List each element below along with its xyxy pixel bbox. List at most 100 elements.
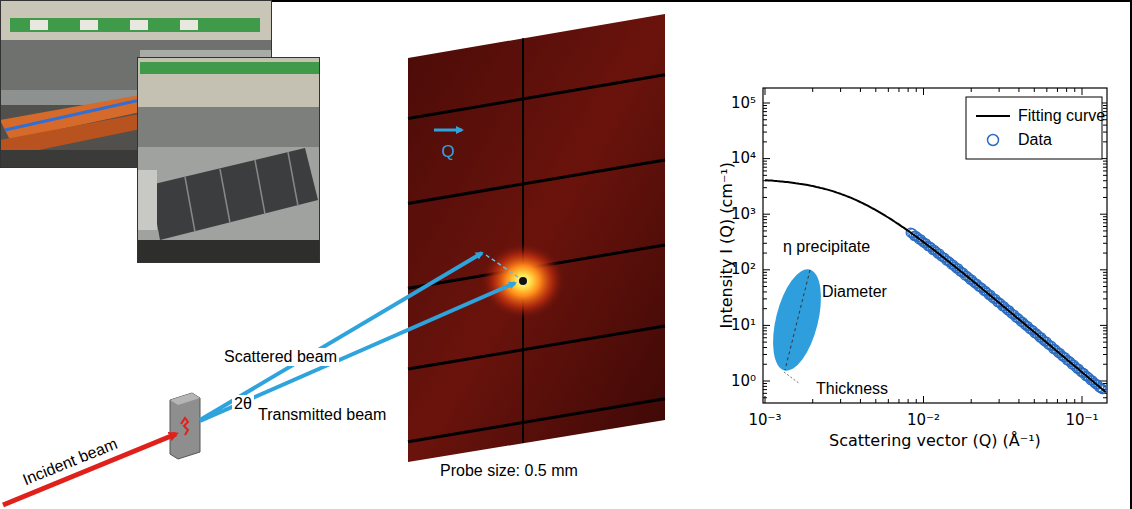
y-tick	[763, 214, 770, 215]
y-tick	[763, 222, 767, 223]
vector-label: Q	[442, 142, 455, 162]
x-tick	[875, 88, 876, 92]
x-tick	[1057, 399, 1058, 403]
y-tick	[763, 111, 767, 112]
y-tick	[763, 115, 767, 116]
y-tick	[763, 364, 767, 365]
y-tick	[763, 158, 770, 159]
y-tick	[1103, 364, 1107, 365]
x-tick	[875, 399, 876, 403]
legend-line-sample	[976, 115, 1010, 117]
y-tick	[763, 275, 767, 276]
y-tick	[763, 170, 767, 171]
y-tick	[1103, 327, 1107, 328]
y-tick	[763, 272, 767, 273]
y-tick	[763, 226, 767, 227]
x-tick	[765, 88, 766, 95]
tick-label: 10⁻¹	[1066, 412, 1099, 429]
x-tick	[840, 88, 841, 92]
axis-ticks	[763, 88, 1107, 403]
y-tick	[763, 282, 767, 283]
y-tick	[1103, 275, 1107, 276]
x-tick	[999, 399, 1000, 403]
y-tick	[1103, 243, 1107, 244]
plot-frame	[763, 88, 1107, 403]
y-tick	[1103, 187, 1107, 188]
y-tick	[763, 278, 767, 279]
y-tick	[763, 269, 770, 270]
y-tick	[1103, 291, 1107, 292]
beam-label: Transmitted beam	[258, 406, 386, 424]
x-tick	[812, 399, 813, 403]
y-tick	[763, 291, 767, 292]
y-tick	[763, 342, 767, 343]
x-tick	[923, 88, 924, 95]
y-tick	[763, 354, 767, 355]
y-tick	[1103, 330, 1107, 331]
x-tick	[765, 396, 766, 403]
y-tick	[763, 216, 767, 217]
legend-box	[966, 97, 1102, 159]
sample-block	[170, 393, 200, 459]
incident-beam	[3, 434, 176, 505]
y-tick	[1103, 132, 1107, 133]
x-tick	[1082, 88, 1083, 95]
tick-label: 10¹	[731, 317, 756, 334]
y-tick	[1103, 163, 1107, 164]
y-tick	[1100, 214, 1107, 215]
y-tick	[1100, 325, 1107, 326]
y-tick	[1103, 337, 1107, 338]
x-tick	[888, 88, 889, 92]
axis-title: Scattering vector (Q) (Å⁻¹)	[829, 432, 1041, 450]
x-tick	[1018, 88, 1019, 92]
y-tick	[1103, 170, 1107, 171]
thickness-line	[784, 372, 800, 384]
y-tick	[763, 337, 767, 338]
y-tick	[763, 161, 767, 162]
y-tick	[1103, 230, 1107, 231]
y-tick	[763, 383, 767, 384]
tick-label: 10⁻²	[907, 412, 940, 429]
y-tick	[1103, 342, 1107, 343]
tick-label: 10⁴	[731, 150, 756, 167]
frame-line	[1130, 0, 1132, 509]
y-tick	[763, 103, 770, 104]
dimension-label: Thickness	[816, 380, 888, 398]
legend-text: Data	[1018, 131, 1052, 149]
y-tick	[763, 125, 767, 126]
y-tick	[1103, 167, 1107, 168]
transmitted-beam	[200, 283, 515, 421]
detector-gaps	[408, 38, 665, 443]
y-tick	[1103, 216, 1107, 217]
y-tick	[1103, 278, 1107, 279]
y-tick	[763, 119, 767, 120]
x-tick	[1074, 88, 1075, 92]
x-tick	[971, 399, 972, 403]
y-tick	[1103, 197, 1107, 198]
tick-label: 10²	[731, 261, 756, 278]
y-tick	[1103, 397, 1107, 398]
x-tick	[1082, 396, 1083, 403]
y-tick	[1103, 180, 1107, 181]
tick-label: 10⁰	[731, 373, 756, 390]
x-tick	[999, 88, 1000, 92]
x-tick	[1066, 88, 1067, 92]
y-tick	[763, 243, 767, 244]
x-tick	[1018, 399, 1019, 403]
beam-stop	[519, 277, 527, 285]
x-tick	[916, 88, 917, 92]
y-tick	[763, 334, 767, 335]
x-tick	[1034, 399, 1035, 403]
tick-label: 10³	[731, 206, 756, 223]
tick-label: 10⁻³	[749, 412, 782, 429]
y-tick	[763, 298, 767, 299]
x-tick	[971, 88, 972, 92]
y-tick	[763, 397, 767, 398]
sample-mark	[181, 418, 188, 435]
y-tick	[763, 386, 767, 387]
y-tick	[1103, 222, 1107, 223]
x-tick	[1057, 88, 1058, 92]
x-tick	[840, 399, 841, 403]
detector-panel	[408, 14, 665, 462]
diameter-line	[785, 270, 810, 370]
